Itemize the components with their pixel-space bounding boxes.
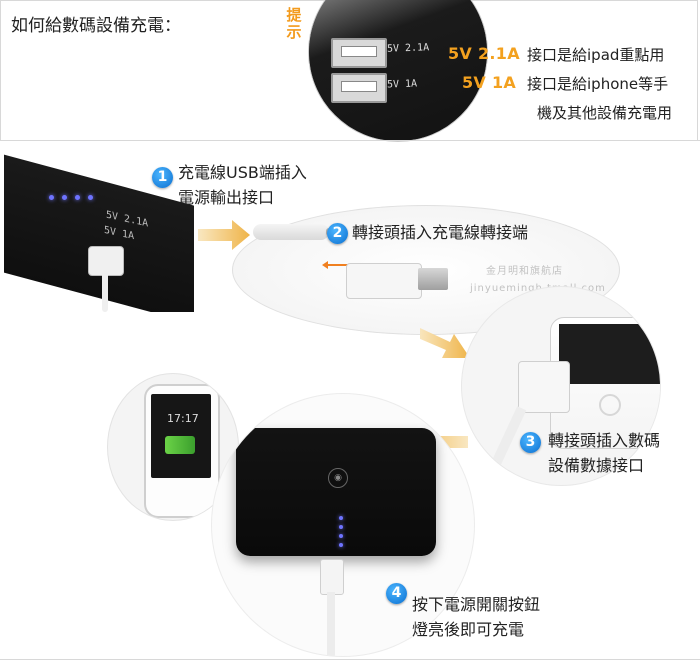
step-1-text: 充電線USB端插入 電源輸出接口: [178, 160, 307, 210]
arrow-1-icon: [198, 220, 250, 250]
phone-charging-photo: 17:17: [108, 374, 238, 520]
adapter-plug-icon: [518, 361, 570, 413]
arrow-2-icon: [420, 328, 470, 358]
rate-desc-2-1a: 接口是給ipad重點用: [527, 46, 665, 64]
usb-cable: [327, 592, 335, 656]
home-button-icon: [599, 394, 621, 416]
adapter-tip-icon: [418, 268, 448, 290]
phone-icon: [550, 317, 660, 449]
phone-connector-photo: [462, 287, 660, 485]
step-4-text: 按下電源開關按鈕 燈亮後即可充電: [412, 592, 540, 642]
rate-label-2-1a: 5V 2.1A: [448, 44, 520, 63]
phone-icon: 17:17: [144, 384, 220, 518]
usb-ports-closeup: 5V 2.1A 5V 1A: [309, 0, 487, 141]
step-1-badge: 1: [152, 167, 173, 188]
usb-port-icon: [331, 73, 387, 103]
rate-label-1a: 5V 1A: [462, 73, 517, 92]
step-4-line1: 按下電源開關按鈕: [412, 595, 541, 614]
adapter-icon: [346, 263, 422, 299]
step-2-badge: 2: [327, 223, 348, 244]
power-button-icon: ◉: [328, 468, 348, 488]
led-icon: [49, 195, 54, 200]
phone-screen: 17:17: [151, 394, 211, 478]
step-3-text: 轉接頭插入數碼 設備數據接口: [548, 428, 660, 478]
rate-desc-line3: 機及其他設備充電用: [537, 104, 673, 122]
step-4-line2: 燈亮後即可充電: [412, 620, 525, 639]
battery-icon: [165, 436, 195, 454]
rate-desc-1a: 接口是給iphone等手: [527, 75, 669, 93]
led-icon: [339, 534, 343, 538]
power-bank-photo: ◉: [212, 394, 474, 656]
led-icon: [62, 195, 67, 200]
port-label-1a: 5V 1A: [386, 78, 418, 91]
led-icon: [339, 543, 343, 547]
tip-label: 提示: [286, 6, 302, 41]
step-2-text: 轉接頭插入充電線轉接端: [352, 223, 529, 242]
usb-plug-icon: [320, 559, 344, 595]
led-icon: [75, 195, 80, 200]
top-panel: 如何給數碼設備充電： 提示 5V 2.1A 5V 1A 5V 2.1A 接口是給…: [0, 0, 698, 141]
watermark: 金月明和旗航店: [486, 266, 563, 277]
battery-surface: [309, 0, 487, 141]
section-divider: [0, 140, 700, 141]
step-3-line1: 轉接頭插入數碼: [548, 431, 661, 450]
phone-screen: [559, 324, 660, 384]
port-label-2-1a: 5V 2.1A: [386, 42, 430, 55]
power-bank-icon: ◉: [236, 428, 436, 556]
step-1-line2: 電源輸出接口: [178, 188, 275, 207]
dc-barrel-icon: [253, 224, 329, 240]
led-icon: [88, 195, 93, 200]
page-title: 如何給數碼設備充電：: [11, 16, 181, 36]
usb-port-icon: [331, 38, 387, 68]
phone-time: 17:17: [167, 412, 199, 425]
led-icon: [339, 516, 343, 520]
led-icon: [339, 525, 343, 529]
led-indicators: [339, 516, 343, 547]
step-4-badge: 4: [386, 583, 407, 604]
step-3-badge: 3: [520, 432, 541, 453]
watermark: jinyuemingh.tmall.com: [470, 283, 606, 294]
insert-arrow-icon: [322, 261, 352, 269]
led-indicators: [49, 195, 93, 200]
step-1-line1: 充電線USB端插入: [178, 163, 307, 182]
usb-cable: [102, 270, 108, 312]
step-3-line2: 設備數據接口: [548, 456, 645, 475]
